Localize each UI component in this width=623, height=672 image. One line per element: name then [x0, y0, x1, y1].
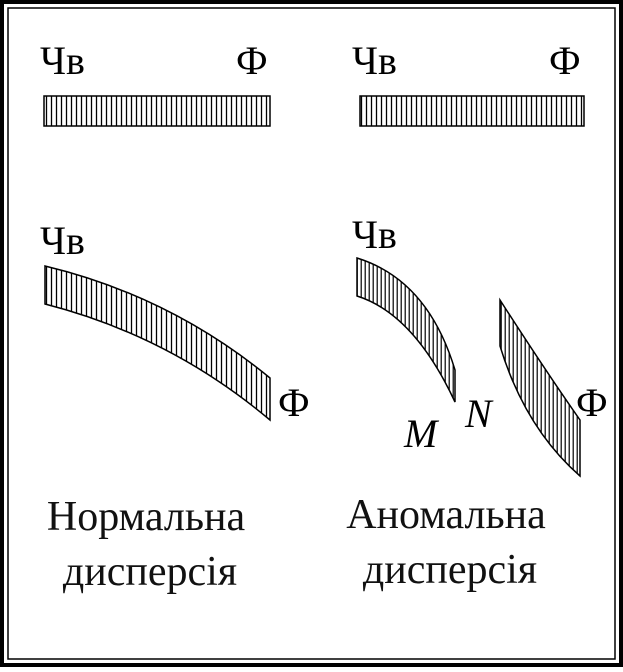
spectrum-band-anomalous-left [356, 256, 456, 403]
label-purple-top-left: Ф [236, 38, 268, 83]
caption-normal-line1: Нормальна [47, 494, 246, 540]
label-violet-top-right: Чв [352, 38, 397, 83]
label-violet-top-left: Чв [40, 38, 85, 83]
label-purple-top-right: Ф [549, 38, 581, 83]
label-violet-anomalous: Чв [352, 212, 397, 257]
spectrum-band-anomalous-right [499, 297, 581, 478]
spectrum-band-top-left [43, 95, 271, 127]
caption-anomalous-line1: Аномальна [346, 492, 546, 538]
inner-border [7, 7, 616, 660]
spectrum-band-top-right [359, 95, 585, 127]
spectrum-band-normal [44, 265, 271, 422]
label-purple-anomalous: Ф [576, 380, 608, 425]
caption-anomalous-line2: дисперсія [363, 547, 537, 593]
label-violet-normal: Чв [40, 218, 85, 263]
label-purple-normal: Ф [278, 380, 310, 425]
label-point-m: M [403, 411, 440, 456]
label-point-n: N [464, 391, 494, 436]
caption-normal-line2: дисперсія [63, 549, 237, 595]
